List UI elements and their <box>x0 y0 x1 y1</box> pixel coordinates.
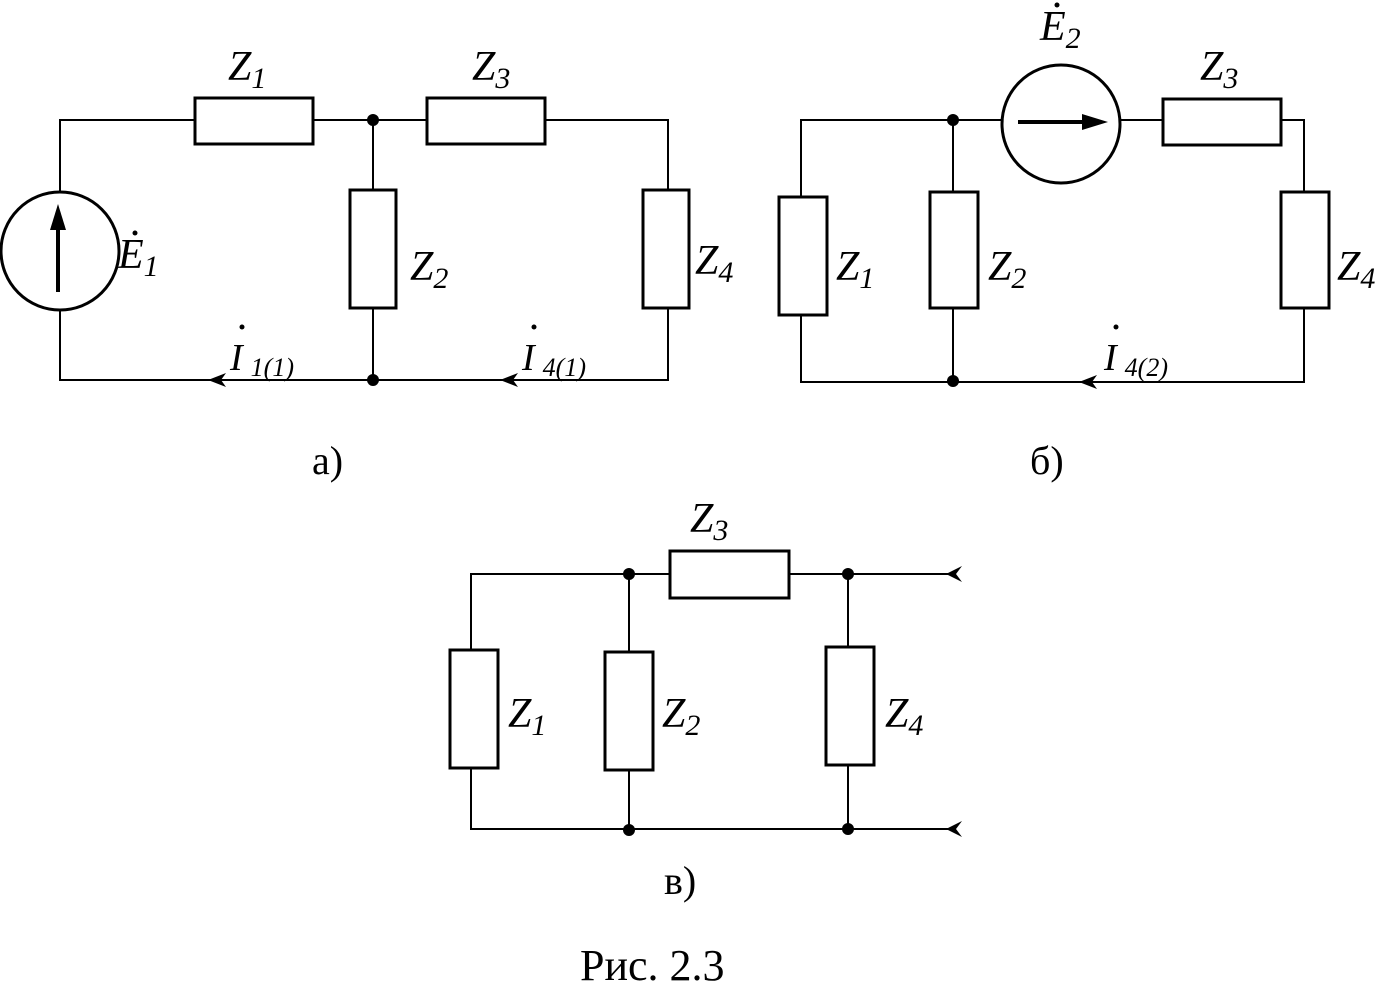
terminal-top-arrow <box>946 566 962 582</box>
current-i1-arrow <box>208 373 226 387</box>
label-z1: Z1 <box>228 44 266 95</box>
source-e1-arrow-head <box>50 204 66 230</box>
junction-node <box>947 375 959 387</box>
resistor-z3 <box>1161 97 1283 147</box>
junction-node <box>367 374 379 386</box>
resistor-z4 <box>1279 190 1331 310</box>
label-z1: Z1 <box>508 691 546 742</box>
circuit-b-wires <box>800 119 1305 383</box>
resistor-z2 <box>928 190 980 310</box>
resistor-z4 <box>824 645 876 767</box>
dot-accent <box>531 324 537 330</box>
circuit-c-wires <box>470 573 950 830</box>
resistor-z1 <box>448 648 500 770</box>
label-z2: Z2 <box>410 244 448 295</box>
resistor-z2 <box>603 650 655 772</box>
terminal-bottom-arrow <box>946 821 962 837</box>
label-z4: Z4 <box>1337 244 1375 295</box>
label-e1: E1 <box>117 232 159 283</box>
caption-b: б) <box>1030 438 1064 483</box>
circuit-c: Z3 Z1 Z2 Z4 в) <box>448 496 962 903</box>
label-z1: Z1 <box>836 244 874 295</box>
figure-caption: Рис. 2.3 <box>580 941 725 987</box>
resistor-z1 <box>777 195 829 317</box>
label-z4: Z4 <box>885 691 923 742</box>
label-e2: E2 <box>1039 4 1081 55</box>
current-i4-arrow <box>500 373 518 387</box>
dot-accent <box>1113 324 1119 330</box>
junction-node <box>623 568 635 580</box>
dot-accent <box>1054 2 1060 8</box>
dot-accent <box>239 324 245 330</box>
source-e2-arrow-head <box>1082 114 1108 130</box>
resistor-z1 <box>193 96 315 146</box>
junction-node <box>842 823 854 835</box>
label-z2: Z2 <box>988 244 1026 295</box>
resistor-z3 <box>668 549 791 600</box>
dot-accent <box>132 230 138 236</box>
resistor-z3 <box>425 96 547 146</box>
junction-node <box>623 824 635 836</box>
label-z3: Z3 <box>1200 44 1238 95</box>
junction-node <box>367 114 379 126</box>
label-z2: Z2 <box>662 691 700 742</box>
resistor-z4 <box>641 188 691 310</box>
current-i4-arrow <box>1079 375 1097 389</box>
caption-c: в) <box>664 858 696 903</box>
label-z3: Z3 <box>472 44 510 95</box>
label-z4: Z4 <box>695 238 733 289</box>
junction-node <box>947 114 959 126</box>
caption-a: а) <box>312 438 343 483</box>
junction-node <box>842 568 854 580</box>
resistor-z2 <box>348 188 398 310</box>
label-z3: Z3 <box>690 496 728 547</box>
